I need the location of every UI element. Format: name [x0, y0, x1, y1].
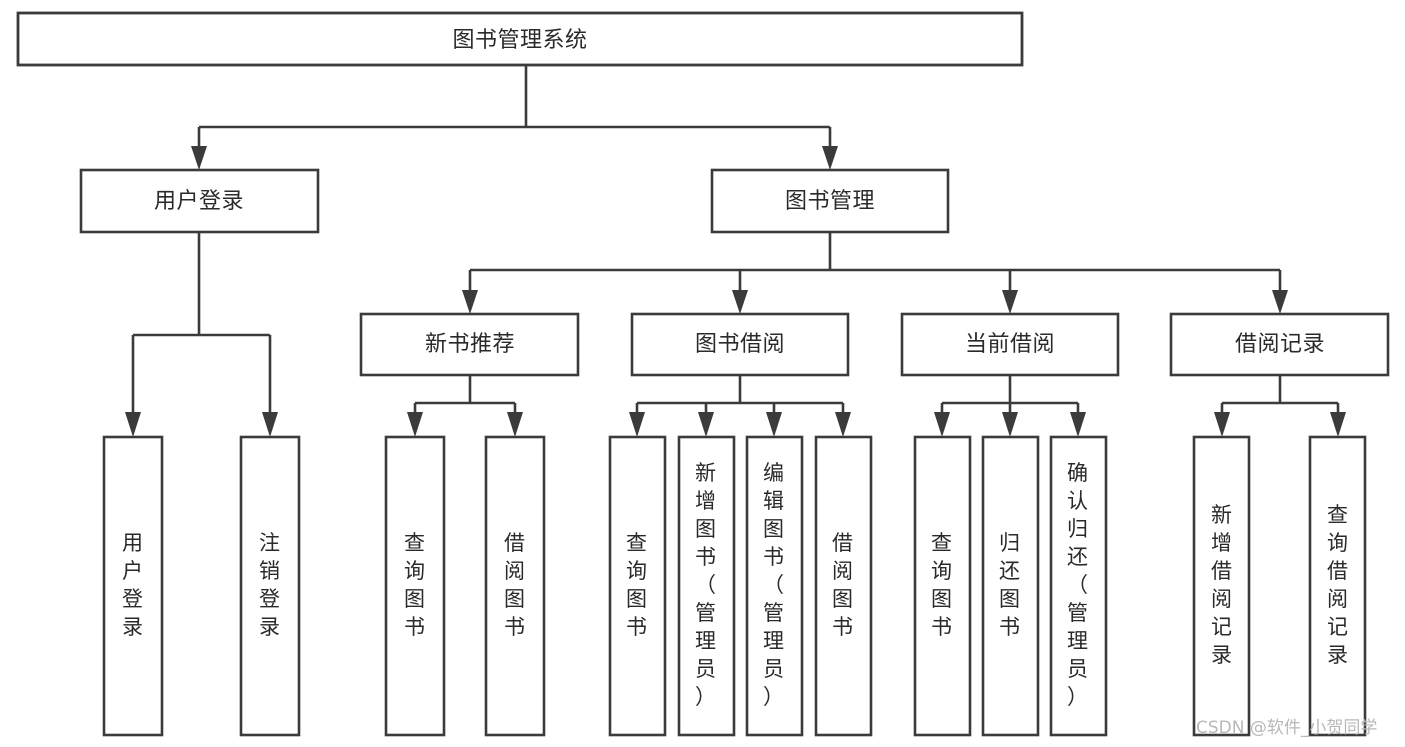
node-user-login-box[interactable] — [79, 168, 320, 234]
leaf-logout-label: 注销登录 — [259, 531, 281, 639]
arrow-head-leaf-nb-borrow — [507, 412, 523, 437]
arrow-head-leaf-user-login — [125, 412, 141, 437]
node-current-borrow[interactable]: 当前借阅 — [900, 312, 1120, 377]
arrow-head-leaf-bb-add — [698, 412, 714, 437]
leaf-cb-confirm-return[interactable]: 确认归还（管理员） — [1049, 435, 1108, 737]
node-book-borrow-label: 图书借阅 — [695, 332, 785, 357]
leaf-cb-query-book-label: 查询图书 — [931, 531, 953, 639]
leaf-user-login-label: 用户登录 — [122, 531, 144, 639]
leaf-nb-query-book[interactable]: 查询图书 — [384, 435, 446, 737]
node-book-management-box[interactable] — [710, 168, 950, 234]
arrow-head-leaf-bb-edit — [766, 412, 782, 437]
arrow-head-new-book — [462, 290, 478, 314]
node-borrow-record-label: 借阅记录 — [1235, 332, 1325, 357]
node-root-label: 图书管理系统 — [452, 28, 587, 53]
arrow-head-leaf-br-add — [1214, 412, 1230, 437]
node-borrow-record[interactable]: 借阅记录 — [1169, 312, 1390, 377]
leaf-bb-borrow-book-box[interactable] — [814, 435, 873, 737]
node-root-book-management-system[interactable]: 图书管理系统 — [16, 11, 1024, 67]
arrow-head-leaf-nb-query — [407, 412, 423, 437]
leaf-bb-query-book[interactable]: 查询图书 — [608, 435, 667, 737]
arrow-head-leaf-logout — [262, 412, 278, 437]
node-new-book-recommend-label: 新书推荐 — [425, 332, 515, 357]
leaf-user-login-box[interactable] — [102, 435, 164, 737]
arrow-head-leaf-bb-borrow — [835, 412, 851, 437]
arrow-head-leaf-bb-query — [629, 412, 645, 437]
leaf-user-login[interactable]: 用户登录 — [102, 435, 164, 737]
leaf-bb-borrow-book-label: 借阅图书 — [832, 531, 854, 639]
node-new-book-recommend-box[interactable] — [359, 312, 580, 377]
leaf-cb-return-book-box[interactable] — [981, 435, 1040, 737]
leaf-cb-return-book-label: 归还图书 — [999, 531, 1021, 639]
csdn-watermark: CSDN @软件_小贺同学 — [1196, 718, 1377, 738]
arrow-head-user-login — [191, 146, 207, 170]
arrow-head-leaf-cb-confirm — [1070, 412, 1086, 437]
leaf-bb-add-book-box[interactable] — [677, 435, 736, 737]
leaf-br-query-record-box[interactable] — [1308, 435, 1367, 737]
arrow-head-leaf-br-query — [1330, 412, 1346, 437]
leaf-bb-edit-book-label: 编辑图书（管理员） — [763, 461, 785, 709]
leaf-cb-query-book-box[interactable] — [913, 435, 972, 737]
arrow-head-current-borrow — [1002, 290, 1018, 314]
node-new-book-recommend[interactable]: 新书推荐 — [359, 312, 580, 377]
arrow-head-book-manage — [822, 146, 838, 170]
leaf-cb-confirm-return-label: 确认归还（管理员） — [1067, 461, 1089, 709]
leaf-bb-edit-book-box[interactable] — [745, 435, 804, 737]
leaf-br-query-record-label: 查询借阅记录 — [1327, 503, 1349, 667]
arrow-head-borrow-record — [1272, 290, 1288, 314]
leaf-br-add-record[interactable]: 新增借阅记录 — [1192, 435, 1251, 737]
leaf-bb-add-book[interactable]: 新增图书（管理员） — [677, 435, 736, 737]
leaf-br-add-record-label: 新增借阅记录 — [1211, 503, 1233, 667]
leaf-nb-borrow-book-label: 借阅图书 — [504, 531, 526, 639]
leaf-nb-query-book-label: 查询图书 — [404, 531, 426, 639]
leaf-bb-borrow-book[interactable]: 借阅图书 — [814, 435, 873, 737]
node-user-login[interactable]: 用户登录 — [79, 168, 320, 234]
node-user-login-label: 用户登录 — [154, 189, 244, 214]
arrow-head-leaf-cb-query — [934, 412, 950, 437]
leaf-bb-query-book-label: 查询图书 — [626, 531, 648, 639]
node-book-borrow-box[interactable] — [630, 312, 850, 377]
leaf-br-add-record-box[interactable] — [1192, 435, 1251, 737]
leaf-nb-borrow-book-box[interactable] — [484, 435, 546, 737]
leaf-logout-box[interactable] — [239, 435, 301, 737]
leaf-cb-return-book[interactable]: 归还图书 — [981, 435, 1040, 737]
leaf-logout[interactable]: 注销登录 — [239, 435, 301, 737]
leaf-cb-confirm-return-box[interactable] — [1049, 435, 1108, 737]
leaf-bb-query-book-box[interactable] — [608, 435, 667, 737]
leaf-br-query-record[interactable]: 查询借阅记录 — [1308, 435, 1367, 737]
leaf-nb-borrow-book[interactable]: 借阅图书 — [484, 435, 546, 737]
node-book-management[interactable]: 图书管理 — [710, 168, 950, 234]
arrow-head-book-borrow — [732, 290, 748, 314]
node-book-borrow[interactable]: 图书借阅 — [630, 312, 850, 377]
node-root-box[interactable] — [16, 11, 1024, 67]
leaf-nb-query-book-box[interactable] — [384, 435, 446, 737]
node-current-borrow-box[interactable] — [900, 312, 1120, 377]
node-borrow-record-box[interactable] — [1169, 312, 1390, 377]
connector-layer — [125, 65, 1346, 437]
node-current-borrow-label: 当前借阅 — [965, 332, 1055, 357]
node-book-management-label: 图书管理 — [785, 189, 875, 214]
leaf-bb-add-book-label: 新增图书（管理员） — [695, 461, 717, 709]
leaf-bb-edit-book[interactable]: 编辑图书（管理员） — [745, 435, 804, 737]
leaf-cb-query-book[interactable]: 查询图书 — [913, 435, 972, 737]
arrow-head-leaf-cb-return — [1002, 412, 1018, 437]
